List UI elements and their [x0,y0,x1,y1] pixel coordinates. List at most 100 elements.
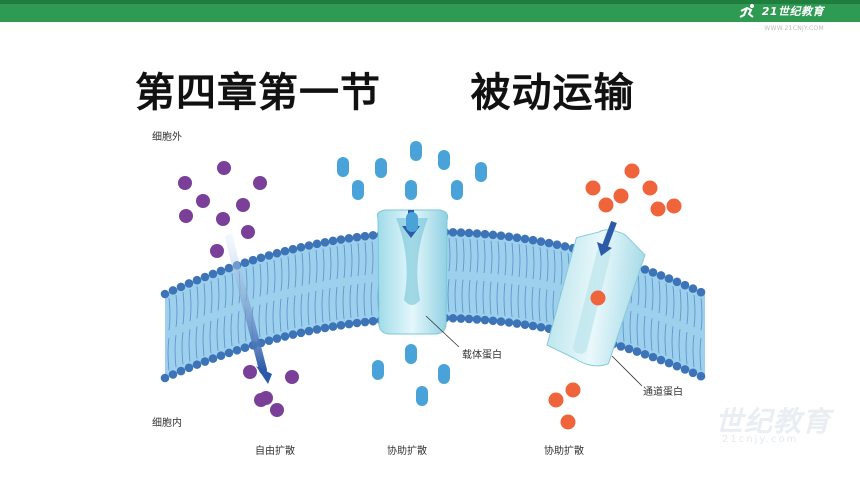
lipid-tail [230,313,233,346]
lipid-tail [272,300,275,334]
blue-molecule [352,180,364,200]
lipid-tail [364,242,367,276]
lipid-head [472,315,482,324]
lipid-tail [692,335,695,368]
lipid-head [480,229,490,239]
lipid-head [496,231,506,241]
lipid-tail [314,290,317,324]
lipid-head [640,349,650,359]
lipid-head [488,316,498,326]
lipid-head [264,251,274,260]
blue-molecule [372,360,384,380]
lipid-tail [196,286,199,319]
lipid-head [456,228,466,237]
lipid-head [256,253,266,263]
lipid-head [248,255,258,265]
lipid-tail [496,282,499,316]
lipid-head [272,334,282,343]
lipid-tail [679,289,682,322]
purple-molecule [216,212,230,226]
blue-molecule [438,364,450,384]
lipid-tail [349,284,352,318]
lipid-tail [371,241,374,275]
lipid-head [344,319,354,329]
lipid-head [688,368,698,378]
runner-logo-icon [739,4,754,18]
lipid-tail [553,250,556,283]
watermark-sub: 21cnjy.com [722,434,799,445]
caption-free-diffusion: 自由扩散 [255,446,295,457]
lipid-head [320,237,330,247]
lipid-head [296,242,306,252]
lipid-tail [664,323,667,356]
lipid-head [664,358,674,368]
lipid-head [472,229,482,238]
lipid-head [200,272,210,282]
lipid-head [344,233,354,243]
caption-channel-diffusion: 协助扩散 [544,446,584,457]
blue-molecule [475,162,487,182]
lipid-tail [671,326,674,359]
lipid-tail [650,318,653,351]
purple-molecule [241,225,255,239]
lipid-head [688,284,698,293]
purple-molecule [236,198,250,212]
lipid-head [512,233,522,243]
orange-molecule [548,392,564,408]
lipid-tail [469,238,472,273]
lipid-tail [524,285,527,319]
lipid-head [352,318,362,328]
lipid-tail [685,332,688,365]
lipid-tail [279,298,282,332]
lipid-tail [294,254,297,288]
lipid-tail [308,251,311,285]
lipid-tail [531,286,534,320]
lipid-tail [265,302,268,336]
lipid-tail [307,292,310,326]
lipid-head [176,366,186,376]
lipid-tail [497,241,500,275]
lipid-tail [301,253,304,286]
lipid-tail [672,286,675,319]
lipid-head [336,320,346,330]
lipid-tail [504,242,507,276]
lipid-head [168,286,178,295]
lipid-head [336,235,346,244]
channel-arrowhead [597,242,612,256]
lipid-tail [195,326,198,359]
orange-molecule [613,188,629,204]
lipid-head [360,231,370,241]
lipid-tail [370,282,373,316]
orange-molecule [585,180,601,196]
lipid-tail [258,304,261,338]
caption-carrier-diffusion: 协助扩散 [387,446,427,457]
lipid-head [288,330,298,339]
lipid-tail [462,238,465,272]
lipid-head [696,371,706,381]
lipid-tail [693,295,696,328]
lipid-head [368,316,378,326]
lipid-head [208,354,218,363]
lipid-tail [259,264,262,297]
lipid-head [160,289,170,299]
lipid-head [280,332,290,341]
lipid-head [528,321,538,331]
lipid-head [672,277,682,287]
lipid-head [200,357,210,366]
lipid-tail [539,247,542,281]
lipid-head [224,263,234,273]
lipid-head [184,363,194,373]
lipid-head [304,326,314,336]
lipid-tail [210,280,213,314]
brand-url: WWW.21CNJY.COM [764,25,824,32]
lipid-tail [356,283,359,317]
lipid-tail [700,298,703,331]
lipid-tail [189,289,192,322]
blue-molecule [405,344,417,364]
lipid-head [464,314,474,324]
lipid-tail [287,256,290,290]
lipid-head [648,352,658,362]
lipid-tail [188,329,191,362]
lipid-head [696,287,706,297]
